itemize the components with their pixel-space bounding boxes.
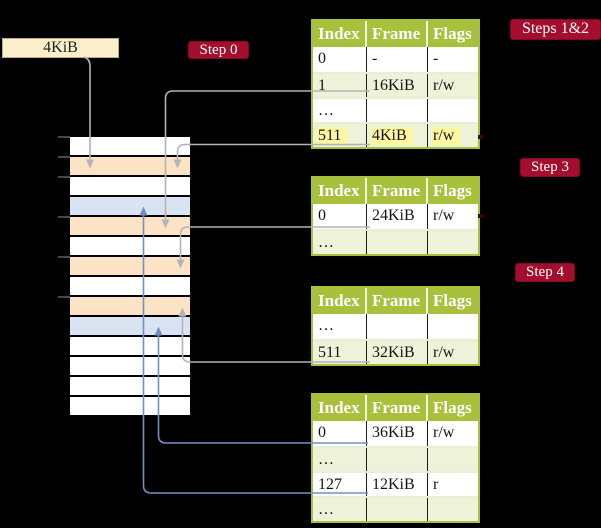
table-cell: 36KiB xyxy=(367,421,428,446)
table-cell: r/w xyxy=(433,424,455,441)
memory-column xyxy=(70,137,190,417)
table-row: … xyxy=(313,496,478,521)
memory-row-peach xyxy=(70,217,190,235)
table-row: … xyxy=(313,97,478,122)
table-cell: r xyxy=(433,476,439,493)
highlighted-value: r/w xyxy=(432,127,461,145)
table-row: … xyxy=(313,229,478,254)
frame-size-box: 4KiB xyxy=(2,38,119,58)
table-cell: … xyxy=(313,231,367,254)
memory-row-white xyxy=(70,377,190,395)
memory-row-blue xyxy=(70,317,190,335)
column-header: Frame xyxy=(367,178,428,204)
table-cell: 511 xyxy=(313,341,367,364)
highlighted-value: 4KiB xyxy=(371,127,413,145)
table-cell: 16KiB xyxy=(367,74,428,97)
memory-row-white xyxy=(70,177,190,195)
table-cell: - xyxy=(367,47,428,72)
table-cell: r/w xyxy=(433,77,455,94)
column-header: Flags xyxy=(433,181,472,200)
step-4-badge: Step 4 xyxy=(515,263,575,282)
table-cell xyxy=(367,498,428,521)
table-row: 511 4KiB r/w xyxy=(313,122,478,147)
table-cell: 0 xyxy=(313,421,367,446)
memory-row-white xyxy=(70,277,190,295)
table-cell: 127 xyxy=(313,473,367,496)
column-header: Frame xyxy=(367,288,428,314)
column-header: Frame xyxy=(367,395,428,421)
table-cell: … xyxy=(313,448,367,471)
memory-row-white xyxy=(70,137,190,155)
table-cell: 4KiB xyxy=(367,124,428,147)
memory-ticks xyxy=(58,136,70,298)
table-cell xyxy=(428,99,478,122)
table-cell: r/w xyxy=(433,207,455,224)
step-0-badge: Step 0 xyxy=(188,41,249,59)
memory-row-peach xyxy=(70,157,190,175)
column-header: Frame xyxy=(367,21,428,47)
table-cell: 32KiB xyxy=(367,341,428,364)
table-cell: r/w xyxy=(433,344,455,361)
table-row: 0-- xyxy=(313,47,478,72)
memory-row-white xyxy=(70,237,190,255)
column-header: Index xyxy=(313,21,367,47)
table-cell xyxy=(428,231,478,254)
marker-dash xyxy=(478,135,483,139)
table-cell: … xyxy=(313,99,367,122)
memory-row-white xyxy=(70,357,190,375)
memory-row-white xyxy=(70,397,190,415)
column-header: Index xyxy=(313,395,367,421)
table-cell: r/w xyxy=(428,124,478,147)
table-cell: 0 xyxy=(313,47,367,72)
column-header: Index xyxy=(313,178,367,204)
table-cell: 12KiB xyxy=(367,473,428,496)
memory-row-peach xyxy=(70,257,190,275)
table-cell xyxy=(367,314,428,339)
memory-row-white xyxy=(70,337,190,355)
table-row: … xyxy=(313,446,478,471)
table-cell xyxy=(367,448,428,471)
column-header: Index xyxy=(313,288,367,314)
table-cell: … xyxy=(313,314,367,339)
steps-1-2-badge: Steps 1&2 xyxy=(510,19,601,40)
column-header: Flags xyxy=(433,291,472,310)
table-cell: 1 xyxy=(313,74,367,97)
table-cell xyxy=(428,498,478,521)
marker-dash xyxy=(478,214,483,218)
step-3-badge: Step 3 xyxy=(520,158,580,177)
table-cell xyxy=(428,448,478,471)
table-cell: 0 xyxy=(313,204,367,229)
table-cell xyxy=(367,231,428,254)
column-header: Flags xyxy=(433,398,472,417)
table-cell: 24KiB xyxy=(367,204,428,229)
table-row: … xyxy=(313,314,478,339)
table-cell xyxy=(367,99,428,122)
memory-row-blue xyxy=(70,197,190,215)
highlighted-value: 511 xyxy=(317,127,348,145)
table-cell: … xyxy=(313,498,367,521)
table-cell: 511 xyxy=(313,124,367,147)
column-header: Flags xyxy=(433,24,472,43)
table-cell xyxy=(428,314,478,339)
memory-row-peach xyxy=(70,297,190,315)
table-cell: - xyxy=(433,50,439,67)
